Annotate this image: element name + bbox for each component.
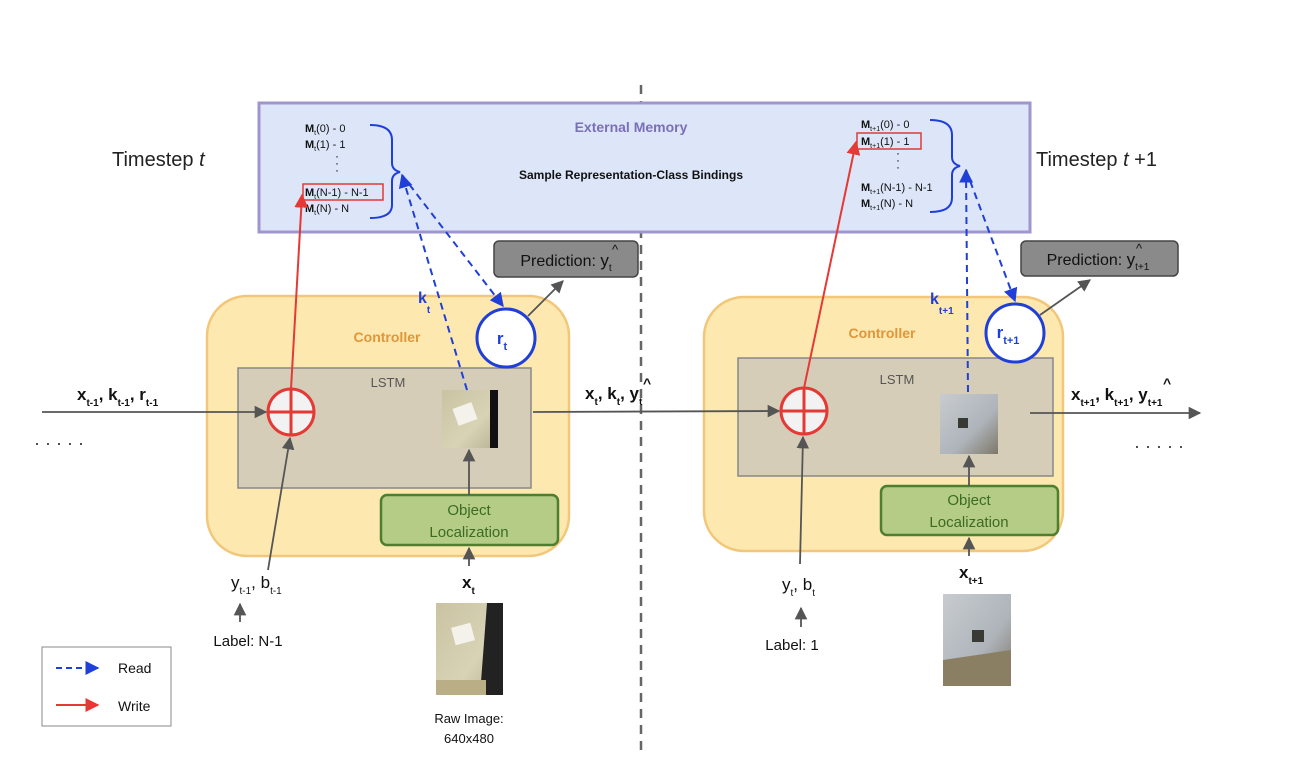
svg-text:Mt(N-1) - N-1: Mt(N-1) - N-1 — [305, 187, 369, 201]
raw-image-left — [436, 603, 503, 695]
raw-image-caption-line1: Raw Image: — [434, 711, 503, 726]
prediction-label-left: Prediction: — [520, 253, 600, 270]
prediction-box-right: Prediction: yt+1 ^ — [1020, 240, 1179, 277]
svg-text:^: ^ — [1163, 375, 1171, 391]
svg-text:Prediction: yt: Prediction: yt — [520, 251, 612, 274]
memory-brace-left — [369, 124, 401, 219]
write-slot-left — [302, 183, 384, 201]
svg-text:·: · — [896, 160, 900, 174]
raw-image-caption-line2: 640x480 — [444, 731, 494, 746]
svg-text:·: · — [896, 153, 900, 167]
image-input-left: xt — [462, 573, 475, 597]
flow-arrows — [42, 279, 1202, 627]
objloc-line1-right: Object — [947, 492, 991, 509]
svg-text:Mt(1) - 1: Mt(1) - 1 — [305, 139, 345, 153]
timestep-title-left: Timestep t — [112, 149, 206, 171]
svg-text:·: · — [896, 146, 900, 160]
label-input-right: yt, bt — [782, 575, 815, 599]
timestep-title-right: Timestep t +1 — [1036, 149, 1157, 171]
svg-text:^: ^ — [612, 242, 619, 257]
svg-text:Mt(0) - 0: Mt(0) - 0 — [305, 123, 345, 137]
objloc-line2-left: Localization — [429, 524, 508, 541]
label-input-left: yt-1, bt-1 — [231, 573, 282, 597]
legend: Read Write — [41, 646, 172, 727]
raw-image-right — [943, 594, 1011, 686]
ellipsis-left: · · · · · — [34, 433, 84, 453]
lstm-label-left: LSTM — [371, 375, 406, 390]
controller-label-left: Controller — [354, 329, 421, 345]
svg-text:rt: rt — [497, 329, 508, 353]
ellipsis-right: · · · · · — [1134, 436, 1184, 456]
svg-text:Mt+1(1) - 1: Mt+1(1) - 1 — [861, 136, 909, 150]
lstm-label-right: LSTM — [880, 372, 915, 387]
sum-node-right — [779, 386, 829, 436]
svg-text:·: · — [335, 163, 339, 177]
prediction-box-left: Prediction: yt ^ — [493, 240, 639, 278]
svg-text:·: · — [335, 156, 339, 170]
legend-read-label: Read — [118, 660, 151, 676]
object-localization-left: Object Localization — [379, 493, 560, 547]
bindings-label: Sample Representation-Class Bindings — [519, 168, 743, 182]
mid-label: xt, kt, yt — [585, 384, 643, 408]
external-memory: External Memory Sample Representation-Cl… — [257, 101, 1032, 234]
memory-list-right: Mt+1(0) - 0 Mt+1(1) - 1 · · · Mt+1(N-1) … — [856, 119, 933, 212]
external-memory-title: External Memory — [575, 119, 688, 135]
svg-text:^: ^ — [643, 375, 651, 391]
label-caption-left: Label: N-1 — [213, 633, 282, 650]
svg-text:Prediction: yt+1: Prediction: yt+1 — [1047, 250, 1150, 273]
read-arrows — [398, 168, 1018, 393]
objloc-line1-left: Object — [447, 502, 491, 519]
svg-text:Mt(N) - N: Mt(N) - N — [305, 203, 349, 217]
memory-brace-right — [929, 119, 961, 213]
controller-label-right: Controller — [849, 325, 916, 341]
object-localization-right: Object Localization — [879, 484, 1060, 537]
read-vector-right: rt+1 — [984, 302, 1046, 364]
image-input-right: xt+1 — [959, 563, 984, 587]
svg-text:·: · — [335, 149, 339, 163]
cropped-image-right — [940, 394, 998, 454]
write-arrows — [290, 140, 861, 390]
memory-list-left: Mt(0) - 0 Mt(1) - 1 · · · Mt(N-1) - N-1 … — [302, 123, 384, 217]
svg-text:Mt+1(N-1) - N-1: Mt+1(N-1) - N-1 — [861, 182, 933, 196]
sum-node-left — [266, 387, 316, 437]
legend-write-label: Write — [118, 698, 151, 714]
label-caption-right: Label: 1 — [765, 637, 818, 654]
svg-text:^: ^ — [1136, 241, 1143, 256]
svg-text:Mt+1(N) - N: Mt+1(N) - N — [861, 198, 913, 212]
read-vector-left: rt — [475, 307, 537, 369]
input-label-left: xt-1, kt-1, rt-1 — [77, 385, 159, 409]
svg-text:Mt+1(0) - 0: Mt+1(0) - 0 — [861, 119, 909, 133]
output-label-right: xt+1, kt+1, yt+1 — [1071, 385, 1163, 409]
objloc-line2-right: Localization — [929, 514, 1008, 531]
prediction-label-right: Prediction: — [1047, 252, 1127, 269]
cropped-image-left — [442, 390, 498, 448]
